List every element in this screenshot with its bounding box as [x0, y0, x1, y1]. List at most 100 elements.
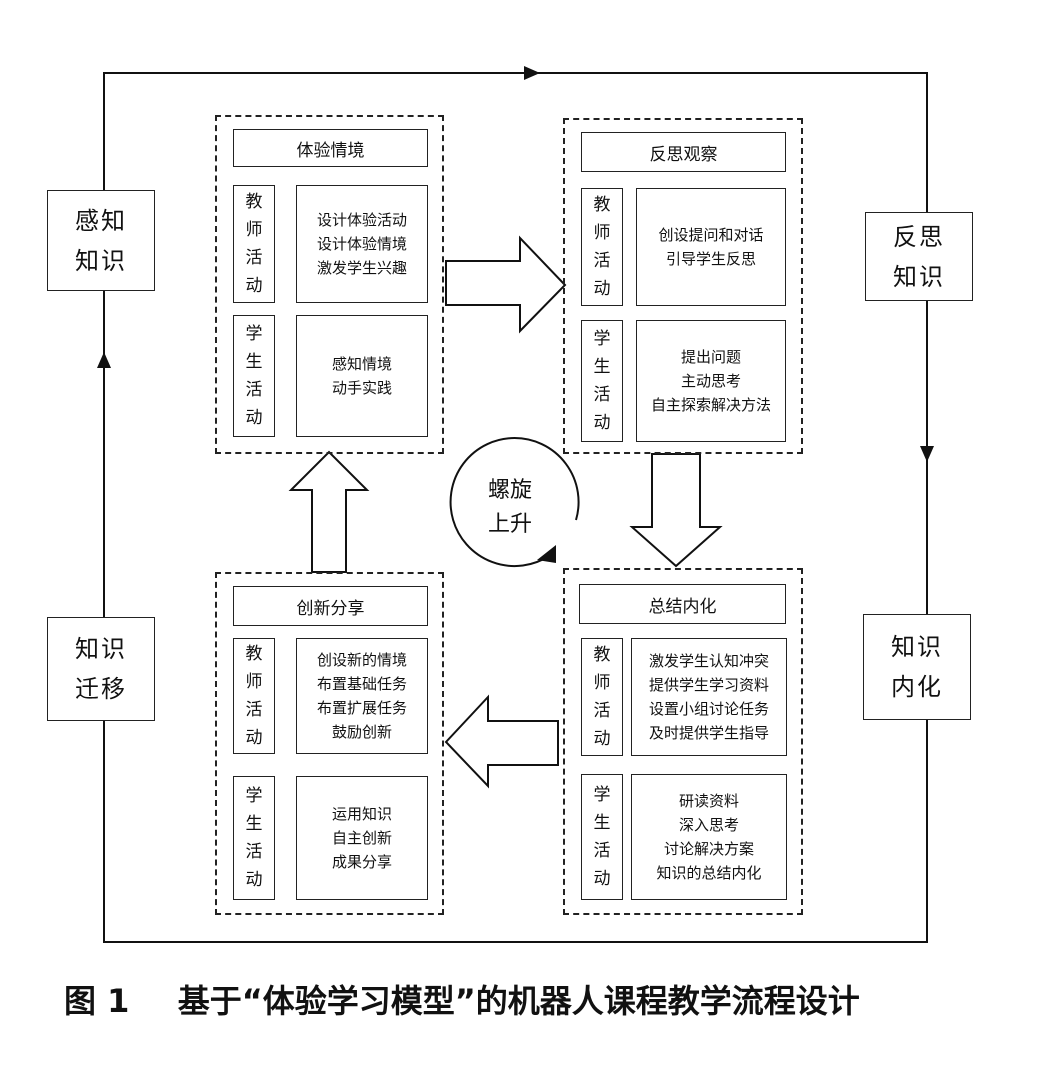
role-char: 生 [593, 813, 611, 833]
content-line: 研读资料 [678, 792, 739, 810]
role-char: 师 [593, 673, 611, 693]
right-arrowhead [920, 446, 934, 462]
content-line: 及时提供学生指导 [648, 724, 769, 742]
outer-loop-line [103, 72, 928, 212]
internalize-line-2: 内化 [891, 673, 943, 701]
block-arrow-left [444, 694, 559, 789]
block-arrow-up [288, 450, 370, 573]
experience-student-content: 感知情境 动手实践 [296, 315, 428, 437]
content-line: 引导学生反思 [665, 250, 756, 268]
reflection-student-content: 提出问题 主动思考 自主探索解决方法 [636, 320, 786, 442]
summary-panel: 总结内化 教 师 活 动 激发学生认知冲突 提供学生学习资料 设置小组讨论任务 … [563, 568, 803, 915]
content-line: 自主创新 [331, 829, 392, 847]
reflection-teacher-content: 创设提问和对话 引导学生反思 [636, 188, 786, 306]
figure-title: 基于“体验学习模型”的机器人课程教学流程设计 [177, 982, 860, 1020]
summary-teacher-label: 教 师 活 动 [581, 638, 623, 756]
role-char: 学 [245, 324, 263, 344]
role-char: 活 [593, 701, 611, 721]
role-char: 教 [593, 195, 611, 215]
content-line: 激发学生兴趣 [316, 259, 407, 277]
left-arrowhead [97, 352, 111, 368]
transfer-line-2: 迁移 [75, 675, 127, 703]
content-line: 讨论解决方案 [663, 840, 754, 858]
reflection-student-label: 学 生 活 动 [581, 320, 623, 442]
reflection-title: 反思观察 [581, 132, 786, 172]
block-arrow-down [629, 453, 723, 568]
summary-title: 总结内化 [579, 584, 786, 624]
content-line: 动手实践 [331, 379, 392, 397]
role-char: 教 [245, 644, 263, 664]
role-char: 动 [245, 870, 263, 890]
experience-teacher-label: 教 师 活 动 [233, 185, 275, 303]
role-char: 活 [245, 248, 263, 268]
figure-caption: 图 1 基于“体验学习模型”的机器人课程教学流程设计 [64, 976, 1024, 1020]
role-char: 教 [593, 645, 611, 665]
internalize-knowledge-box: 知识 内化 [863, 614, 971, 720]
innovation-teacher-label: 教 师 活 动 [233, 638, 275, 754]
content-line: 成果分享 [331, 853, 392, 871]
content-line: 深入思考 [678, 816, 739, 834]
content-line: 提出问题 [680, 348, 741, 366]
content-line: 运用知识 [331, 805, 392, 823]
summary-student-content: 研读资料 深入思考 讨论解决方案 知识的总结内化 [631, 774, 787, 900]
content-line: 创设新的情境 [316, 651, 407, 669]
content-line: 鼓励创新 [331, 723, 392, 741]
spiral-arrowhead [537, 545, 556, 563]
reflect-knowledge-box: 反思 知识 [865, 212, 973, 301]
content-line: 设计体验情境 [316, 235, 407, 253]
perceive-line-2: 知识 [75, 246, 127, 275]
role-char: 生 [245, 814, 263, 834]
experience-teacher-content: 设计体验活动 设计体验情境 激发学生兴趣 [296, 185, 428, 303]
reflect-line-1: 反思 [893, 222, 945, 251]
experience-student-label: 学 生 活 动 [233, 315, 275, 437]
innovation-title: 创新分享 [233, 586, 428, 626]
content-line: 布置扩展任务 [316, 699, 407, 717]
innovation-student-label: 学 生 活 动 [233, 776, 275, 900]
role-char: 活 [593, 841, 611, 861]
summary-teacher-content: 激发学生认知冲突 提供学生学习资料 设置小组讨论任务 及时提供学生指导 [631, 638, 787, 756]
content-line: 自主探索解决方法 [650, 396, 771, 414]
role-char: 教 [245, 192, 263, 212]
content-line: 主动思考 [680, 372, 741, 390]
perceive-knowledge-box: 感知 知识 [47, 190, 155, 291]
top-arrowhead [524, 66, 540, 80]
role-char: 生 [593, 357, 611, 377]
innovation-student-content: 运用知识 自主创新 成果分享 [296, 776, 428, 900]
role-char: 活 [593, 251, 611, 271]
role-char: 动 [593, 413, 611, 433]
transfer-line-1: 知识 [75, 635, 127, 663]
role-char: 动 [245, 276, 263, 296]
role-char: 师 [245, 672, 263, 692]
content-line: 激发学生认知冲突 [648, 652, 769, 670]
content-line: 设计体验活动 [316, 211, 407, 229]
role-char: 动 [593, 869, 611, 889]
role-char: 动 [245, 408, 263, 428]
internalize-line-1: 知识 [891, 633, 943, 661]
spiral-line-2: 上升 [487, 512, 532, 537]
role-char: 动 [593, 729, 611, 749]
content-line: 知识的总结内化 [656, 864, 762, 882]
role-char: 活 [245, 380, 263, 400]
reflect-line-2: 知识 [893, 262, 945, 291]
content-line: 设置小组讨论任务 [648, 700, 769, 718]
transfer-knowledge-box: 知识 迁移 [47, 617, 155, 721]
content-line: 提供学生学习资料 [648, 676, 769, 694]
block-arrow-right [445, 235, 567, 334]
spiral-label: 螺旋 上升 [470, 472, 550, 544]
role-char: 师 [593, 223, 611, 243]
role-char: 动 [593, 279, 611, 299]
role-char: 学 [245, 786, 263, 806]
content-line: 创设提问和对话 [658, 226, 764, 244]
role-char: 活 [245, 700, 263, 720]
role-char: 学 [593, 329, 611, 349]
innovation-panel: 创新分享 教 师 活 动 创设新的情境 布置基础任务 布置扩展任务 鼓励创新 学… [215, 572, 444, 915]
experience-panel: 体验情境 教 师 活 动 设计体验活动 设计体验情境 激发学生兴趣 学 生 活 … [215, 115, 444, 454]
role-char: 学 [593, 785, 611, 805]
content-line: 布置基础任务 [316, 675, 407, 693]
spiral-line-1: 螺旋 [487, 478, 532, 503]
perceive-line-1: 感知 [75, 206, 127, 235]
role-char: 活 [593, 385, 611, 405]
spiral-circle [449, 437, 580, 567]
innovation-teacher-content: 创设新的情境 布置基础任务 布置扩展任务 鼓励创新 [296, 638, 428, 754]
